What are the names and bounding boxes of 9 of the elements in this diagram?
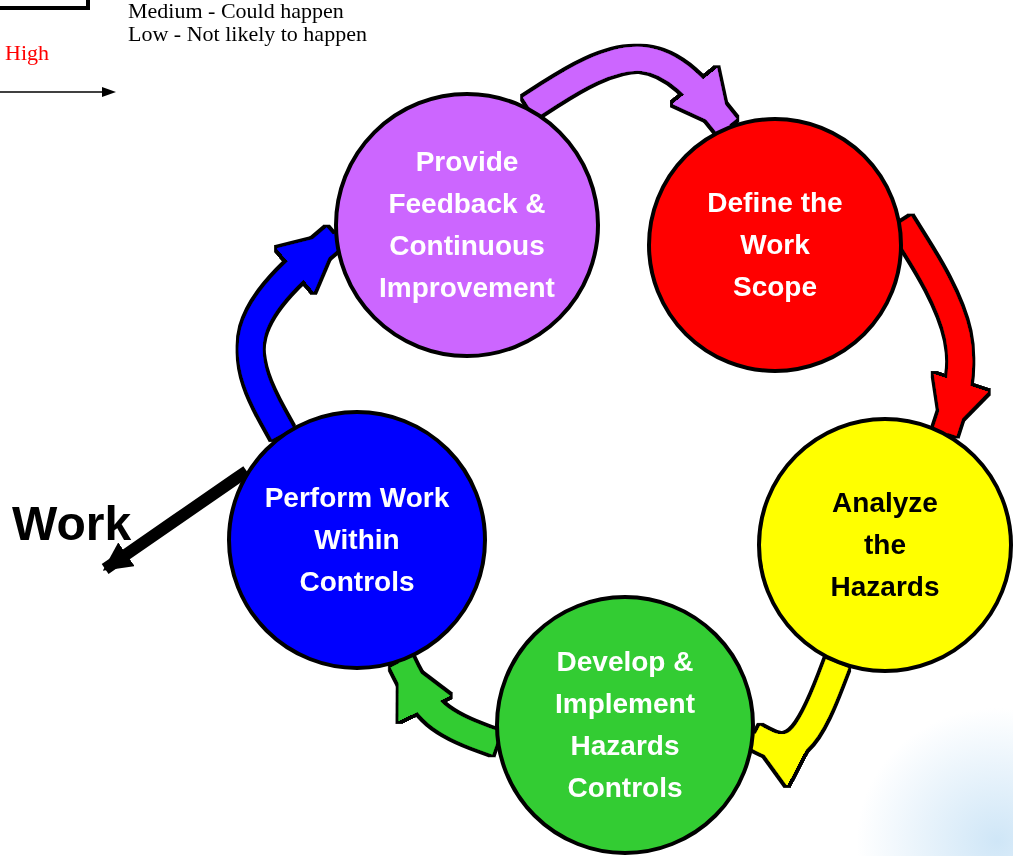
work-label: Work xyxy=(12,495,132,553)
note-text: High xyxy=(5,40,49,66)
node-label: Define the Work Scope xyxy=(706,186,844,304)
note-text: Medium - Could happen xyxy=(128,0,344,24)
node-label: Perform Work Within Controls xyxy=(263,481,451,599)
node-label: Analyze the Hazards xyxy=(829,486,941,604)
arrow xyxy=(522,46,737,134)
node-label: Develop & Implement Hazards Controls xyxy=(554,645,696,805)
node-label: Provide Feedback & Continuous Improvement xyxy=(378,145,556,305)
